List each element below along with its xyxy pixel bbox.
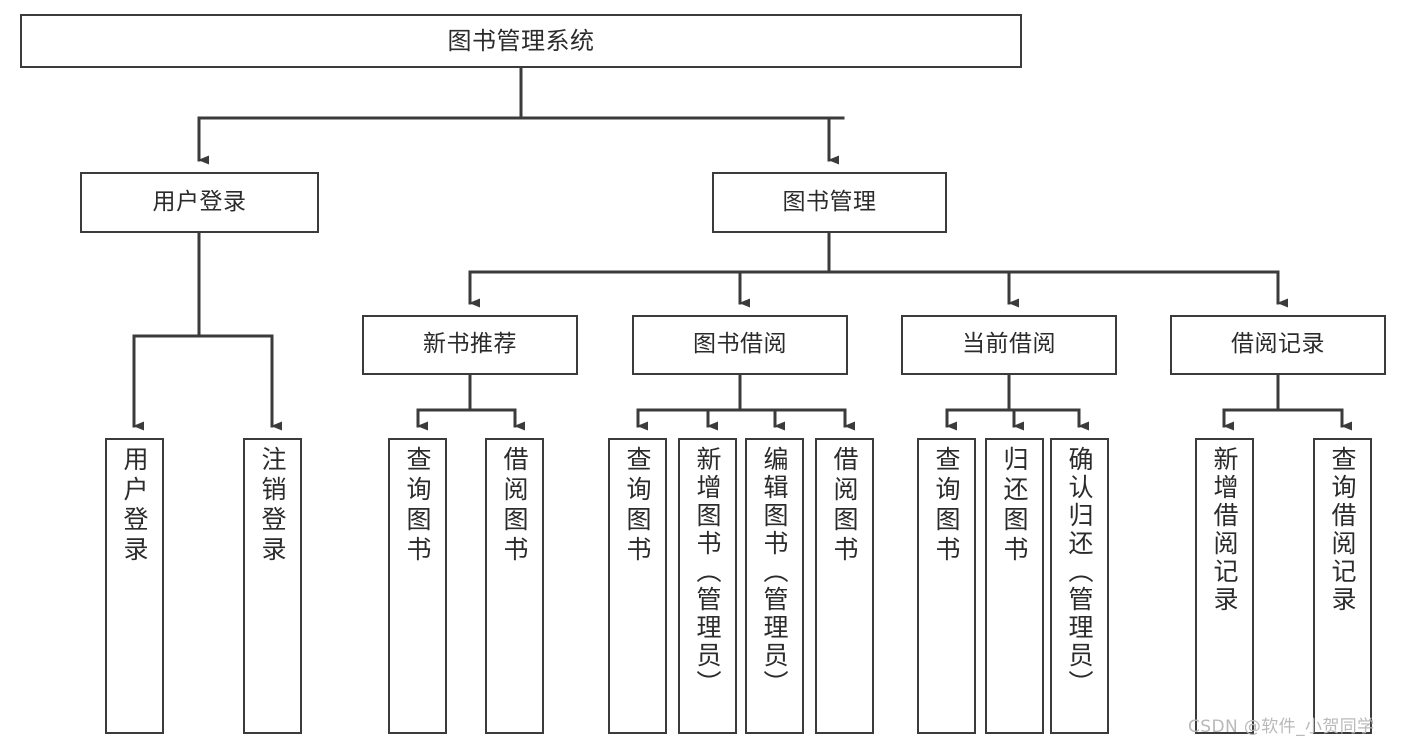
- node-user-login[interactable]: 用户登录: [80, 172, 319, 233]
- leaf-record-add[interactable]: 新增借阅记录: [1195, 438, 1254, 734]
- leaf-borrow-query-book[interactable]: 查询图书: [608, 438, 667, 734]
- leaf-record-query[interactable]: 查询借阅记录: [1313, 438, 1372, 734]
- leaf-recommend-query-book-label: 查询图书: [403, 446, 432, 566]
- node-user-login-label: 用户登录: [152, 188, 247, 215]
- leaf-current-return-book[interactable]: 归还图书: [985, 438, 1044, 734]
- node-root-system-label: 图书管理系统: [447, 26, 595, 55]
- node-book-management-label: 图书管理: [782, 188, 877, 215]
- leaf-user-login-do-label: 用户登录: [120, 446, 149, 566]
- node-book-borrow[interactable]: 图书借阅: [632, 315, 848, 375]
- node-current-borrow[interactable]: 当前借阅: [901, 315, 1117, 375]
- node-book-management[interactable]: 图书管理: [712, 172, 947, 233]
- node-borrow-record[interactable]: 借阅记录: [1170, 315, 1386, 375]
- leaf-borrow-borrow-book-label: 借阅图书: [830, 446, 859, 566]
- leaf-borrow-edit-book[interactable]: 编辑图书（管理员）: [745, 438, 804, 734]
- leaf-borrow-edit-book-label: 编辑图书（管理员）: [760, 446, 789, 698]
- leaf-borrow-add-book-label: 新增图书（管理员）: [693, 446, 722, 698]
- leaf-recommend-query-book[interactable]: 查询图书: [388, 438, 447, 734]
- leaf-borrow-query-book-label: 查询图书: [623, 446, 652, 566]
- leaf-current-confirm-return-label: 确认归还（管理员）: [1065, 446, 1094, 698]
- leaf-record-query-label: 查询借阅记录: [1328, 446, 1357, 614]
- leaf-current-confirm-return[interactable]: 确认归还（管理员）: [1050, 438, 1109, 734]
- node-root-system[interactable]: 图书管理系统: [20, 14, 1022, 68]
- node-current-borrow-label: 当前借阅: [962, 331, 1056, 358]
- leaf-borrow-add-book[interactable]: 新增图书（管理员）: [678, 438, 737, 734]
- leaf-user-login-do[interactable]: 用户登录: [105, 438, 164, 734]
- leaf-current-return-book-label: 归还图书: [1000, 446, 1029, 566]
- leaf-borrow-borrow-book[interactable]: 借阅图书: [815, 438, 874, 734]
- leaf-recommend-borrow-book-label: 借阅图书: [500, 446, 529, 566]
- leaf-user-logout[interactable]: 注销登录: [243, 438, 302, 734]
- leaf-current-query-book-label: 查询图书: [932, 446, 961, 566]
- csdn-watermark: CSDN @软件_小贺同学: [1188, 717, 1375, 737]
- node-new-book-recommend[interactable]: 新书推荐: [362, 315, 578, 375]
- node-new-book-recommend-label: 新书推荐: [423, 331, 517, 358]
- leaf-current-query-book[interactable]: 查询图书: [917, 438, 976, 734]
- node-borrow-record-label: 借阅记录: [1231, 331, 1325, 358]
- leaf-record-add-label: 新增借阅记录: [1210, 446, 1239, 614]
- node-book-borrow-label: 图书借阅: [693, 331, 787, 358]
- leaf-user-logout-label: 注销登录: [258, 446, 287, 566]
- leaf-recommend-borrow-book[interactable]: 借阅图书: [485, 438, 544, 734]
